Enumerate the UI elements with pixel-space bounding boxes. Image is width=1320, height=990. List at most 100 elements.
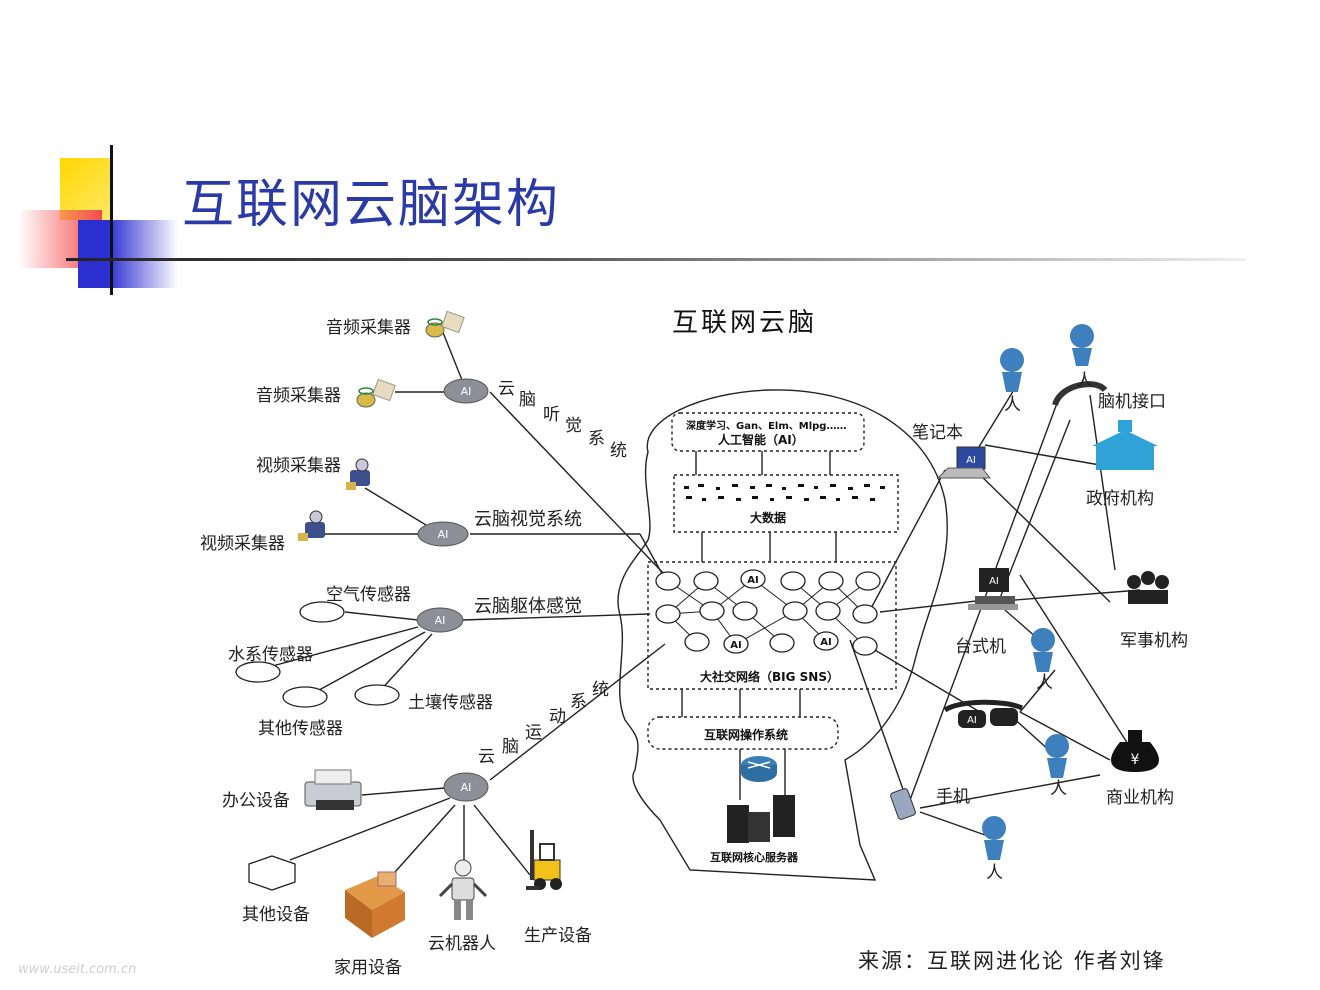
box-icon [345,871,405,938]
body-system-label: 云脑躯体感觉 [474,596,582,617]
other-sensor-node [282,686,328,708]
air-sensor-node [299,601,345,623]
home-device-label: 家用设备 [334,958,402,978]
svg-text:AI: AI [967,715,977,726]
ai-box [671,412,865,452]
audio-collector-label-2: 音频采集器 [256,386,341,406]
core-servers-label: 互联网核心服务器 [710,851,798,864]
human-label: 人 [1050,779,1067,799]
video-collector-icon-1 [346,458,370,490]
military-icon [1127,571,1169,604]
water-sensor-label: 水系传感器 [228,645,313,665]
sns-box [647,561,897,690]
laptop-icon: AI [936,446,992,479]
deco-blue-square [78,220,178,288]
ai-hub-motion [443,772,489,802]
hearing-system-char: 云 [498,379,515,399]
deco-horizontal-line [66,258,1246,261]
printer-icon [304,769,362,810]
person-icon-1 [1000,348,1024,392]
svg-text:¥: ¥ [1131,752,1140,768]
os-box [647,716,839,750]
air-sensor-label: 空气传感器 [326,585,411,605]
audio-collector-label-1: 音频采集器 [326,318,411,338]
production-device-label: 生产设备 [524,926,592,946]
ai-hub-hearing [443,378,489,404]
deco-vertical-line [110,145,113,295]
svg-text:AI: AI [435,614,446,627]
big-sns-label: 大社交网络（BIG SNS） [700,670,839,684]
water-sensor-node [235,661,281,683]
person-icon-3 [1031,628,1055,672]
svg-text:AI: AI [820,637,831,648]
ai-hub-body [416,607,464,633]
other-device-node [248,855,296,891]
bci-headband-icon [1052,381,1108,407]
bci-label: 脑机接口 [1098,392,1166,412]
head-outline [617,389,948,881]
internet-os-label: 互联网操作系统 [704,728,789,742]
audio-collector-icon-1 [425,310,465,338]
motion-system-char: 动 [549,707,566,727]
human-label: 人 [986,863,1003,883]
person-icon-4 [1045,734,1069,778]
video-collector-label-1: 视频采集器 [256,456,341,476]
desktop-icon: AI [968,568,1018,610]
soil-sensor-label: 土壤传感器 [408,693,493,713]
laptop-label: 笔记本 [912,423,963,443]
money-bag-icon: ¥ [1111,730,1159,772]
deco-yellow-square [60,158,112,220]
hearing-system-char: 觉 [565,416,582,436]
person-icon-5 [982,816,1006,860]
military-label: 军事机构 [1120,631,1188,651]
government-building-icon [1092,420,1158,470]
server-icons [727,756,795,843]
svg-text:AI: AI [461,781,472,794]
bigdata-box [673,474,899,533]
motion-system-char: 系 [570,692,587,712]
human-label: 人 [1076,371,1093,391]
business-label: 商业机构 [1106,788,1174,808]
motion-system-char: 云 [478,747,495,767]
office-device-label: 办公设备 [222,791,290,811]
big-data-label: 大数据 [750,511,787,525]
svg-text:AI: AI [730,640,741,651]
motion-system-char: 脑 [502,737,519,757]
human-label: 人 [1036,673,1053,693]
other-sensor-label: 其他传感器 [258,719,343,739]
slide-title: 互联网云脑架构 [182,175,561,235]
robot-icon [438,859,488,920]
phone-icon [890,788,916,820]
svg-text:AI: AI [989,576,999,587]
human-label: 人 [1004,395,1021,415]
cloud-robot-label: 云机器人 [428,934,496,954]
svg-text:AI: AI [461,385,472,398]
hearing-system-char: 脑 [519,390,536,410]
motion-system-char: 统 [592,680,609,700]
svg-text:AI: AI [966,455,976,466]
soil-sensor-node [354,684,400,706]
hearing-system-char: 系 [588,429,605,449]
svg-text:AI: AI [747,575,758,586]
video-collector-icon-2 [298,510,325,541]
svg-text:AI: AI [438,528,449,541]
other-device-label: 其他设备 [242,905,310,925]
hearing-system-char: 统 [610,441,627,461]
ai-glasses-icon: AI [943,699,1024,728]
desktop-label: 台式机 [955,637,1006,657]
watermark: www.useit.com.cn [18,962,137,977]
ai-hub-vision [417,521,469,547]
government-label: 政府机构 [1086,489,1154,509]
motion-system-char: 运 [525,723,542,743]
phone-label: 手机 [936,787,970,807]
person-icon-2 [1070,324,1094,366]
ai-label: 人工智能（AI） [718,433,804,447]
audio-collector-icon-2 [356,378,396,408]
video-collector-label-2: 视频采集器 [200,534,285,554]
vision-system-label: 云脑视觉系统 [474,509,582,530]
ai-methods-label: 深度学习、Gan、Elm、Mlpg…… [686,421,847,432]
forklift-icon [526,830,562,890]
hearing-system-char: 听 [543,405,560,425]
